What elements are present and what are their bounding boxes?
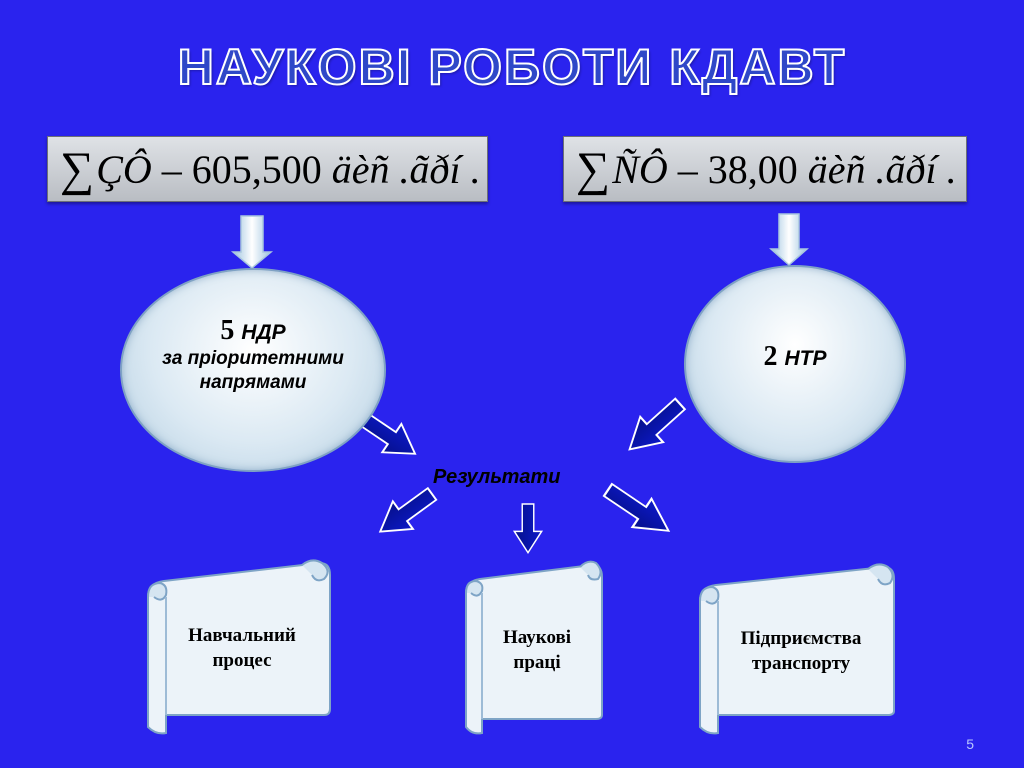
- ndr-line2: напрямами: [199, 372, 307, 393]
- formula-unit: äèñ .ãðí .: [331, 146, 481, 192]
- scroll-line2: праці: [513, 652, 561, 673]
- sigma-symbol: ∑: [60, 142, 95, 196]
- scroll-shape: [699, 563, 895, 735]
- formula-symbol: ÇÔ: [96, 146, 152, 192]
- arrow-results-to-center: [513, 503, 543, 554]
- scroll-line2: транспорту: [751, 653, 851, 674]
- slide-title: НАУКОВІ РОБОТИ КДАВТ: [177, 38, 847, 96]
- results-label: Результати: [433, 466, 561, 488]
- scroll-line2: процес: [212, 650, 272, 671]
- scroll-education: Навчальний процес: [142, 557, 332, 737]
- scroll-papers: Наукові праці: [462, 559, 604, 737]
- down-arrow-right: [769, 213, 809, 267]
- down-arrow-left: [230, 215, 274, 269]
- scroll-label: Підприємства транспорту: [716, 626, 886, 676]
- ntr-heading: 2 НТР: [764, 341, 827, 373]
- ndr-circle: 5 НДР за пріоритетними напрямами: [120, 268, 386, 472]
- ntr-circle: 2 НТР: [684, 265, 906, 463]
- ntr-count: 2: [763, 341, 778, 372]
- scroll-line1: Підприємства: [740, 628, 862, 649]
- scroll-label: Наукові праці: [482, 625, 592, 675]
- ndr-line1: за пріоритетними: [162, 348, 344, 369]
- ndr-heading: 5 НДР: [220, 315, 285, 347]
- formula-box-right: ∑ ÑÔ – 38,00 äèñ .ãðí .: [563, 136, 967, 202]
- arrow-results-to-right: [597, 474, 680, 547]
- formula-box-left: ∑ ÇÔ – 605,500 äèñ .ãðí .: [47, 136, 488, 202]
- scroll-line1: Наукові: [502, 627, 572, 648]
- ndr-abbr: НДР: [241, 321, 286, 344]
- formula-unit: äèñ .ãðí .: [807, 146, 957, 192]
- formula-value: 38,00: [707, 146, 798, 192]
- scroll-enterprises: Підприємства транспорту: [694, 561, 898, 737]
- arrow-right-to-results: [617, 390, 693, 464]
- formula-minus: –: [667, 146, 708, 192]
- arrow-results-to-left: [369, 479, 444, 547]
- scroll-line1: Навчальний: [188, 625, 296, 646]
- formula-minus: –: [151, 146, 192, 192]
- ntr-abbr: НТР: [784, 347, 827, 370]
- scroll-shape: [465, 560, 603, 735]
- formula-value: 605,500: [191, 146, 322, 192]
- scroll-shape: [147, 559, 331, 735]
- formula-symbol: ÑÔ: [612, 146, 668, 192]
- sigma-symbol: ∑: [576, 142, 611, 196]
- ndr-count: 5: [220, 315, 235, 346]
- page-number: 5: [966, 736, 974, 752]
- scroll-label: Навчальний процес: [166, 623, 318, 673]
